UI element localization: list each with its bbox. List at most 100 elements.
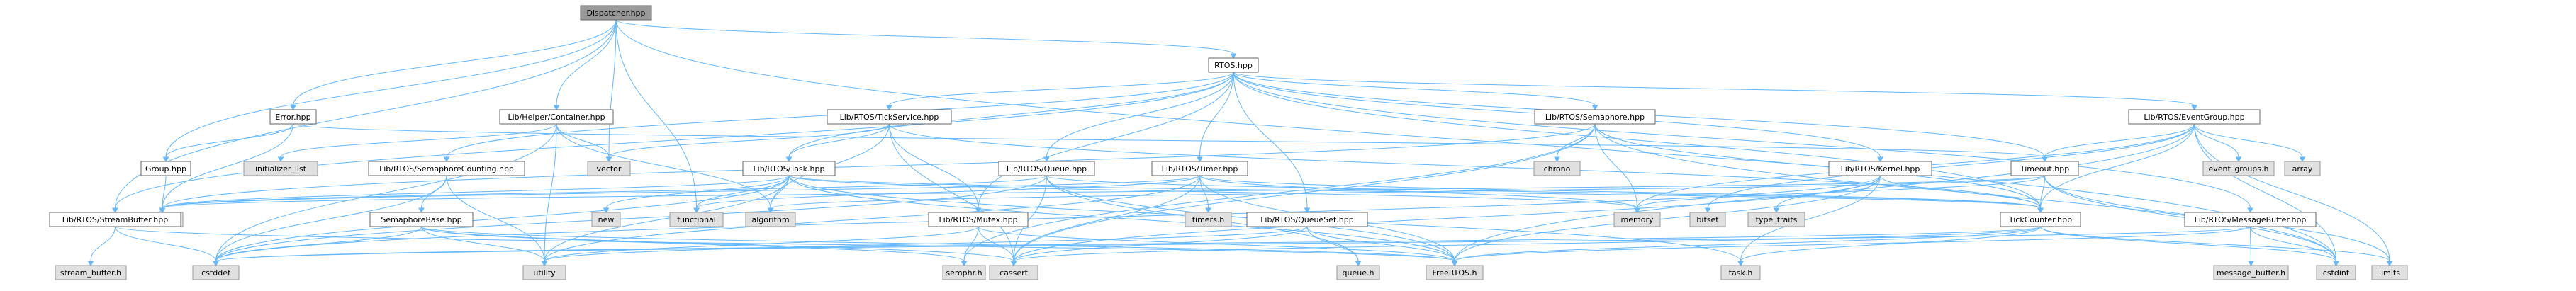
node-label: Lib/RTOS/MessageBuffer.hpp bbox=[2195, 215, 2307, 224]
node-label: Lib/RTOS/StreamBuffer.hpp bbox=[62, 215, 168, 224]
node-label: queue.h bbox=[1343, 268, 1374, 278]
node-group[interactable]: Group.hpp bbox=[140, 161, 191, 176]
node-bitset: bitset bbox=[1689, 212, 1726, 227]
node-label: new bbox=[598, 215, 615, 224]
node-label: task.h bbox=[1729, 268, 1753, 278]
dependency-edge bbox=[961, 226, 979, 266]
node-label: Dispatcher.hpp bbox=[586, 8, 645, 18]
dependency-edge bbox=[1233, 72, 1598, 110]
dependency-edge bbox=[2248, 226, 2254, 266]
node-rtos[interactable]: RTOS.hpp bbox=[1208, 57, 1259, 73]
dependency-edge bbox=[2042, 123, 2195, 162]
dependency-edge bbox=[421, 226, 548, 266]
node-freertos_h: FreeRTOS.h bbox=[1426, 265, 1484, 280]
node-memory: memory bbox=[1613, 212, 1661, 227]
dependency-edge bbox=[213, 175, 1047, 266]
dependency-edge bbox=[162, 123, 293, 162]
node-limits: limits bbox=[2371, 265, 2408, 280]
node-label: Group.hpp bbox=[145, 164, 186, 173]
node-semcount[interactable]: Lib/RTOS/SemaphoreCounting.hpp bbox=[368, 161, 525, 176]
node-chrono: chrono bbox=[1533, 161, 1581, 176]
node-semaphore[interactable]: Lib/RTOS/Semaphore.hpp bbox=[1534, 109, 1656, 125]
dependency-edge bbox=[159, 175, 1047, 213]
dependency-edge bbox=[785, 123, 890, 162]
dependency-edge bbox=[2040, 226, 2339, 266]
node-tickcounter[interactable]: TickCounter.hpp bbox=[2000, 212, 2081, 227]
node-kernel[interactable]: Lib/RTOS/Kernel.hpp bbox=[1828, 161, 1932, 176]
node-mutex[interactable]: Lib/RTOS/Mutex.hpp bbox=[928, 212, 1029, 227]
node-container[interactable]: Lib/Helper/Container.hpp bbox=[499, 109, 614, 125]
node-label: cstddef bbox=[201, 268, 231, 278]
node-label: RTOS.hpp bbox=[1214, 61, 1253, 70]
dependency-edge bbox=[2194, 123, 2306, 162]
dependency-edge bbox=[115, 226, 219, 266]
dependency-edge bbox=[213, 226, 2251, 266]
dependency-edge bbox=[87, 226, 116, 266]
dependency-edge bbox=[615, 19, 1237, 59]
node-label: algorithm bbox=[751, 215, 789, 224]
dependency-edge bbox=[2250, 226, 2339, 266]
node-cassert: cassert bbox=[989, 265, 1038, 280]
dependency-edge bbox=[2037, 175, 2045, 213]
node-label: array bbox=[2292, 164, 2313, 173]
dependency-edge bbox=[1306, 226, 1362, 266]
node-typetraits: type_traits bbox=[1747, 212, 1805, 227]
node-error[interactable]: Error.hpp bbox=[269, 109, 317, 125]
dependency-edge bbox=[693, 175, 1200, 213]
dependency-edge bbox=[1451, 226, 2251, 266]
dependency-edge bbox=[1197, 72, 1234, 162]
node-algorithm: algorithm bbox=[745, 212, 796, 227]
node-msgbuf_h: message_buffer.h bbox=[2213, 265, 2289, 280]
dependency-edge bbox=[886, 72, 1234, 110]
node-label: Timeout.hpp bbox=[2020, 164, 2069, 173]
node-label: functional bbox=[677, 215, 716, 224]
node-label: Lib/RTOS/SemaphoreCounting.hpp bbox=[379, 164, 514, 173]
node-sembase[interactable]: SemaphoreBase.hpp bbox=[369, 212, 474, 227]
node-label: chrono bbox=[1544, 164, 1571, 173]
node-queue[interactable]: Lib/RTOS/Queue.hpp bbox=[998, 161, 1095, 176]
dependency-edge bbox=[1704, 123, 2195, 213]
dependency-edge bbox=[290, 19, 617, 110]
node-label: Lib/RTOS/Kernel.hpp bbox=[1841, 164, 1920, 173]
node-cstdint: cstdint bbox=[2316, 265, 2356, 280]
node-label: limits bbox=[2379, 268, 2400, 278]
dependency-edge bbox=[553, 19, 617, 110]
node-utility: utility bbox=[522, 265, 566, 280]
node-label: Lib/RTOS/Mutex.hpp bbox=[939, 215, 1017, 224]
dependency-edge bbox=[1233, 72, 2253, 213]
dependency-edge bbox=[159, 175, 790, 213]
dependency-edge bbox=[112, 72, 1234, 213]
node-label: Lib/RTOS/Task.hpp bbox=[754, 164, 825, 173]
dependency-edge bbox=[788, 175, 1640, 213]
dependency-edge bbox=[1233, 72, 2197, 110]
node-timer[interactable]: Lib/RTOS/Timer.hpp bbox=[1151, 161, 1248, 176]
dependency-edge bbox=[1043, 72, 1234, 162]
node-label: Lib/Helper/Container.hpp bbox=[508, 113, 605, 122]
node-queueset[interactable]: Lib/RTOS/QueueSet.hpp bbox=[1246, 212, 1368, 227]
dependency-edge bbox=[788, 175, 2044, 213]
node-timeout[interactable]: Timeout.hpp bbox=[2010, 161, 2079, 176]
node-label: Lib/RTOS/Timer.hpp bbox=[1162, 164, 1238, 173]
node-ticksvc[interactable]: Lib/RTOS/TickService.hpp bbox=[827, 109, 952, 125]
dependency-edge bbox=[2040, 226, 2393, 266]
node-label: Lib/RTOS/Queue.hpp bbox=[1007, 164, 1087, 173]
node-streambuf[interactable]: Lib/RTOS/StreamBuffer.hpp bbox=[49, 212, 181, 227]
node-label: type_traits bbox=[1756, 215, 1798, 224]
dependency-edge bbox=[1010, 226, 1308, 266]
dependency-edge bbox=[1634, 175, 2045, 213]
node-eventgroup[interactable]: Lib/RTOS/EventGroup.hpp bbox=[2128, 109, 2261, 125]
dependency-edge bbox=[1010, 226, 2041, 266]
node-label: cstdint bbox=[2323, 268, 2350, 278]
node-label: timers.h bbox=[1192, 215, 1225, 224]
node-msgbuf[interactable]: Lib/RTOS/MessageBuffer.hpp bbox=[2184, 212, 2317, 227]
node-label: event_groups.h bbox=[2209, 164, 2269, 173]
node-timers_h: timers.h bbox=[1185, 212, 1232, 227]
dependency-edge bbox=[1199, 175, 1211, 213]
node-array: array bbox=[2284, 161, 2321, 176]
node-task[interactable]: Lib/RTOS/Task.hpp bbox=[742, 161, 836, 176]
node-new: new bbox=[591, 212, 621, 227]
node-label: Lib/RTOS/QueueSet.hpp bbox=[1260, 215, 1353, 224]
node-cstddef: cstddef bbox=[192, 265, 240, 280]
dependency-edge bbox=[277, 123, 557, 162]
